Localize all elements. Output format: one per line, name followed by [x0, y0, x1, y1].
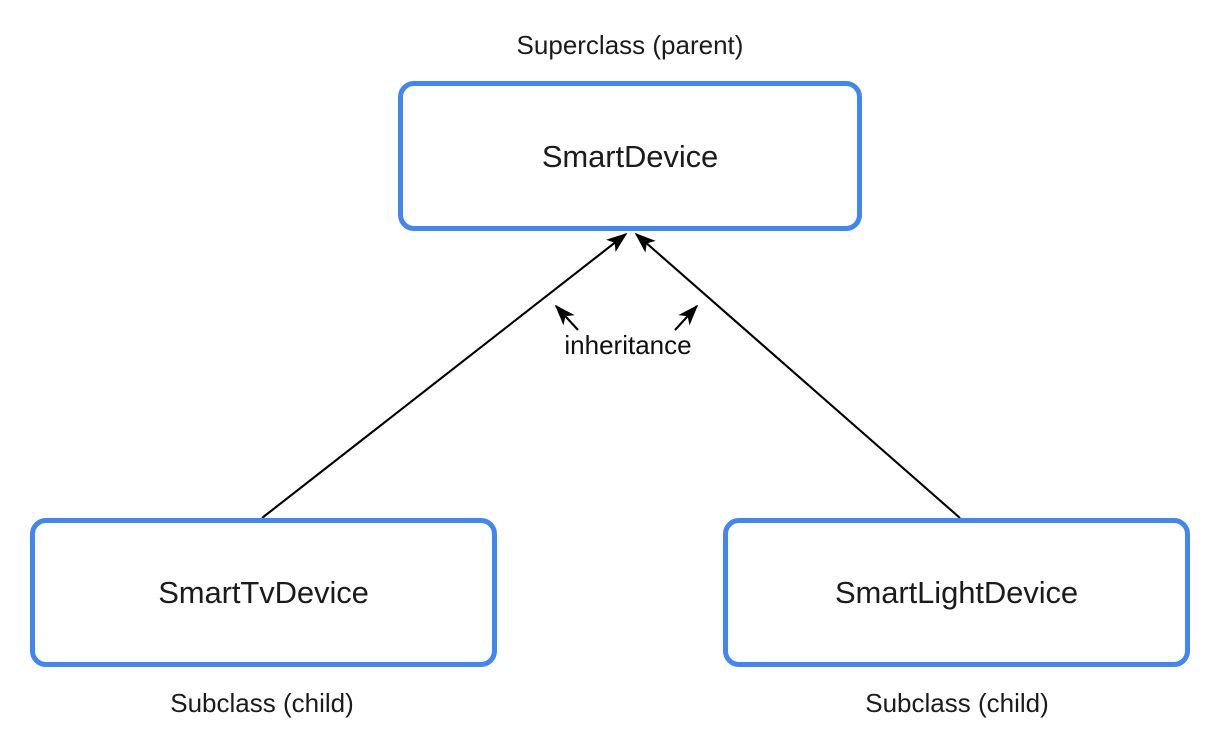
inheritance-edge-label: inheritance [564, 330, 692, 360]
inheritance-label-pointer-left [554, 304, 579, 331]
class-box-smartdevice[interactable]: SmartDevice [398, 81, 862, 231]
class-box-smarttvdevice-label: SmartTvDevice [158, 575, 369, 610]
inheritance-label-pointer-right [674, 304, 699, 331]
subclass-tv-annotation: Subclass (child) [170, 688, 354, 718]
class-box-smartlightdevice[interactable]: SmartLightDevice [723, 518, 1190, 667]
class-box-smartlightdevice-label: SmartLightDevice [834, 575, 1079, 610]
inheritance-edge-tv [261, 232, 628, 519]
class-box-smarttvdevice[interactable]: SmartTvDevice [30, 518, 497, 667]
subclass-light-annotation: Subclass (child) [865, 688, 1049, 718]
class-box-smartdevice-label: SmartDevice [541, 138, 719, 174]
superclass-annotation: Superclass (parent) [516, 30, 744, 60]
inheritance-edge-light [634, 232, 961, 519]
